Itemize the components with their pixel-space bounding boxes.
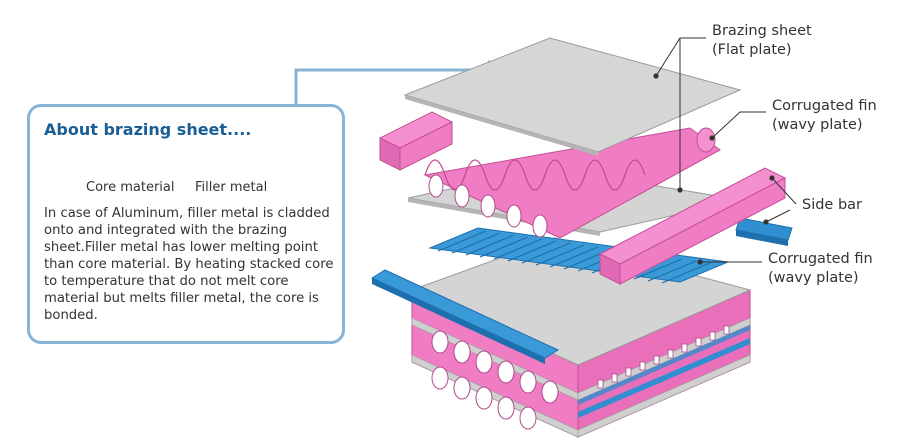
about-brazing-sheet-panel [27,104,345,344]
leader-dots [653,73,775,265]
corrugated-fin-top-label-line1: Corrugated fin [772,98,877,114]
core-material-label: Core material [86,180,175,195]
about-description: In case of Aluminum, filler metal is cla… [44,206,334,323]
side-bar-pink-left [378,111,454,171]
brazing-sheet-label-line2: (Flat plate) [712,42,792,58]
filler-metal-label: Filler metal [195,180,268,195]
leader-lines [655,37,797,263]
side-bar-label: Side bar [802,197,863,213]
corrugated-fin-bottom-label: Corrugated fin (wavy plate) [768,250,873,288]
corrugated-fin-top-label: Corrugated fin (wavy plate) [772,97,877,135]
side-bar-blue [735,217,793,246]
callout-connector-line [294,68,490,106]
brazing-sheet-top [403,37,742,156]
corrugated-fin-bottom-label-line2: (wavy plate) [768,270,859,286]
brazing-sheet-label: Brazing sheet (Flat plate) [712,22,812,60]
assembled-core [370,237,752,438]
brazing-sheet-label-line1: Brazing sheet [712,23,812,39]
corrugated-fin-bottom-label-line1: Corrugated fin [768,251,873,267]
side-bar-pink-right [598,167,787,285]
corrugated-fin-top-label-line2: (wavy plate) [772,117,863,133]
about-title: About brazing sheet.... [44,120,252,139]
